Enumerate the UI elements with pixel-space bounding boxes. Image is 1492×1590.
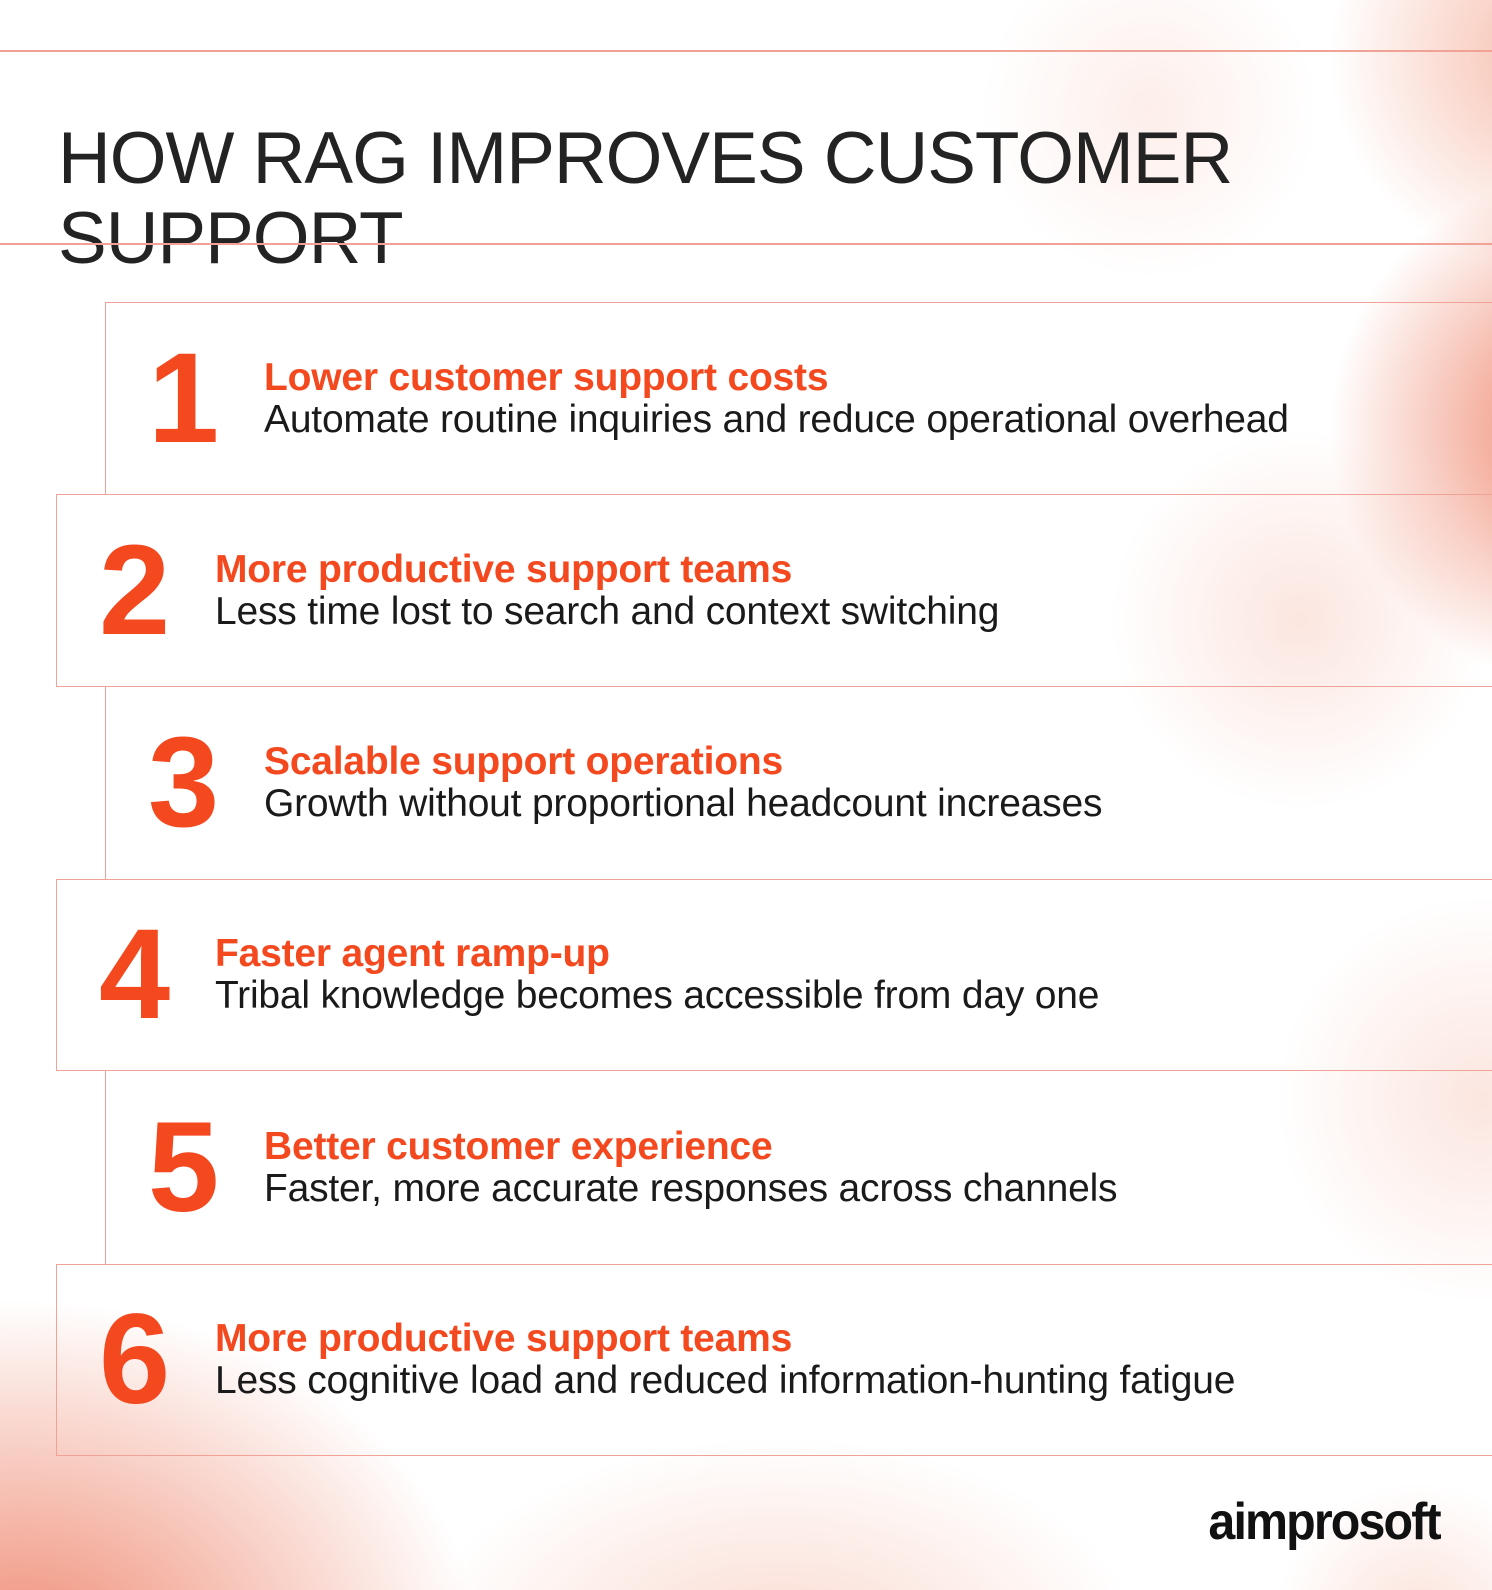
benefit-number: 1	[148, 326, 220, 470]
benefit-description: Automate routine inquiries and reduce op…	[264, 397, 1289, 441]
header-divider-line	[0, 243, 1492, 245]
benefit-title: Better customer experience	[264, 1124, 773, 1168]
benefit-number: 2	[99, 518, 171, 662]
benefit-text: More productive support teams Less cogni…	[215, 1318, 1492, 1402]
benefit-description: Less time lost to search and context swi…	[215, 589, 1000, 633]
benefit-number: 3	[148, 711, 220, 854]
benefit-description: Less cognitive load and reduced informat…	[215, 1359, 1236, 1402]
top-divider-line	[0, 50, 1492, 52]
benefit-number: 4	[99, 903, 171, 1046]
benefit-title: More productive support teams	[215, 1317, 793, 1360]
benefit-text: Faster agent ramp-up Tribal knowledge be…	[215, 933, 1492, 1017]
benefit-text: Scalable support operations Growth witho…	[264, 741, 1492, 825]
benefit-text: Lower customer support costs Automate ro…	[264, 355, 1492, 441]
benefit-number: 6	[99, 1288, 171, 1431]
benefit-row: 4 Faster agent ramp-up Tribal knowledge …	[56, 879, 1492, 1071]
benefit-description: Tribal knowledge becomes accessible from…	[215, 974, 1100, 1017]
benefit-title: Faster agent ramp-up	[215, 932, 610, 975]
benefit-row: 5 Better customer experience Faster, mor…	[105, 1071, 1492, 1264]
benefit-row: 1 Lower customer support costs Automate …	[105, 302, 1492, 494]
benefit-row: 6 More productive support teams Less cog…	[56, 1264, 1492, 1456]
benefit-description: Faster, more accurate responses across c…	[264, 1166, 1118, 1210]
benefit-row: 3 Scalable support operations Growth wit…	[105, 687, 1492, 879]
benefit-number: 5	[148, 1095, 220, 1239]
benefit-title: Lower customer support costs	[264, 355, 829, 399]
benefit-text: Better customer experience Faster, more …	[264, 1124, 1492, 1210]
page-title: HOW RAG IMPROVES CUSTOMER SUPPORT	[58, 117, 1233, 279]
benefit-text: More productive support teams Less time …	[215, 547, 1492, 633]
aimprosoft-logo: aimprosoft	[1208, 1493, 1442, 1551]
benefit-title: Scalable support operations	[264, 740, 784, 783]
benefit-row: 2 More productive support teams Less tim…	[56, 494, 1492, 687]
benefit-description: Growth without proportional headcount in…	[264, 782, 1103, 825]
benefit-title: More productive support teams	[215, 547, 793, 591]
